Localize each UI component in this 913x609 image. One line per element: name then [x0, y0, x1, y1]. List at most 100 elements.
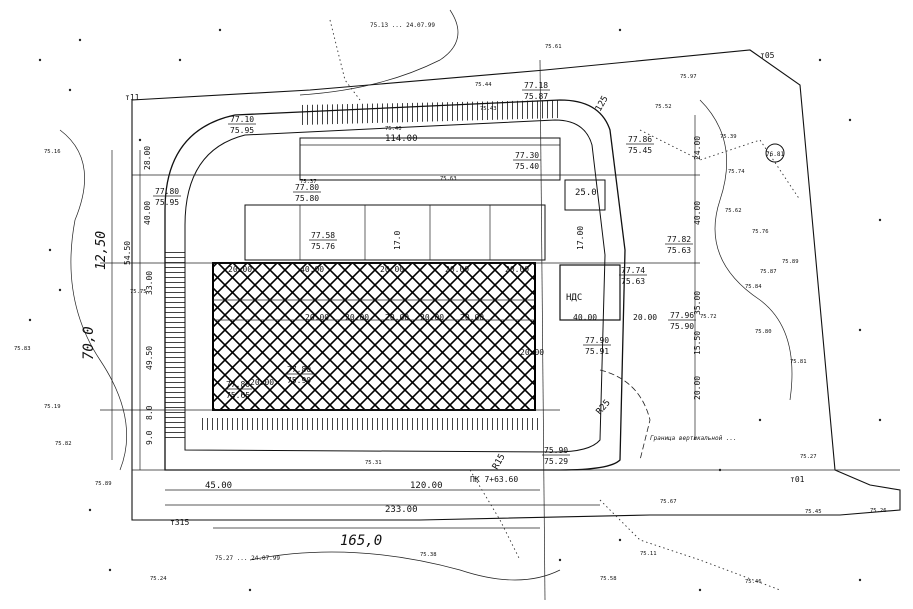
spot-height: 75.82 [55, 441, 72, 447]
site-boundary [131, 49, 901, 521]
spot-height: 75.24 [150, 576, 167, 582]
spot-height: 75.19 [44, 404, 61, 410]
dim-right-20: 20.00 [693, 376, 702, 400]
elevation-pair: 77.80 75.90 [285, 365, 313, 385]
elevation-top: 77.74 [621, 266, 645, 275]
elevation-pair: 77.82 75.63 [665, 235, 693, 255]
survey-point-label: т05 [760, 51, 775, 60]
parking-row-middle [244, 204, 546, 261]
elevation-pair: 77.86 75.45 [626, 135, 654, 155]
dim-left-8: 8.0 [145, 405, 154, 420]
radius-r25: R25 [595, 398, 613, 417]
elevation-bottom: 75.95 [155, 198, 179, 207]
dim-bottom-165: 165,0 [340, 533, 382, 549]
grid-label: 40.00 [300, 265, 324, 274]
survey-point-label: т01 [790, 475, 805, 484]
elevation-pair: 77.80 75.80 [293, 183, 321, 203]
dim-bottom-45: 45.00 [205, 481, 232, 491]
dim-right-24: 24.00 [693, 136, 702, 160]
elevation-pair: 77.10 75.95 [228, 115, 256, 135]
spot-height: 75.43 [480, 106, 497, 112]
elevation-pair: 77.18 75.87 [522, 81, 550, 101]
spot-height: 75.67 [660, 499, 677, 505]
spot-height: 75.39 [720, 134, 737, 140]
elevation-pair: 77.80 75.65 [224, 380, 252, 400]
chainage-label: ПК 7+63.60 [470, 475, 518, 484]
dim-left-54: 54.50 [123, 241, 132, 265]
spot-height: 75.62 [725, 208, 742, 214]
elevation-top: 77.80 [155, 187, 179, 196]
elevation-bottom: 75.40 [515, 162, 539, 171]
spot-height: 75.27 [800, 454, 817, 460]
circled-mark [765, 143, 785, 163]
elevation-top: 77.96 [670, 311, 694, 320]
elevation-bottom: 75.63 [667, 246, 691, 255]
spot-height: 75.31 [365, 460, 382, 466]
axis-line-vertical [539, 59, 546, 601]
perimeter-road-inner [184, 119, 606, 453]
elevation-bottom: 75.29 [544, 457, 568, 466]
elevation-bottom: 75.91 [585, 347, 609, 356]
dim-inner-17a: 17.00 [576, 226, 585, 250]
elevation-top: 77.80 [226, 380, 250, 389]
building-grid-labels: 20.00 40.00 20.00 20.00 20.00 20.00 20.0… [228, 265, 544, 387]
spot-height: 75.58 [600, 576, 617, 582]
spot-height: 75.89 [95, 481, 112, 487]
spot-height: 75.74 [728, 169, 745, 175]
spot-height: 75.37 [300, 179, 317, 185]
spot-height: 75.72 [700, 314, 717, 320]
spot-height: 75.84 [745, 284, 762, 290]
elevation-pair: 77.90 75.91 [583, 336, 611, 356]
spot-height: 75.87 [760, 269, 777, 275]
road-edge-ticks [300, 100, 560, 125]
elevation-bottom: 75.45 [628, 146, 652, 155]
spot-height: 75.63 [440, 176, 457, 182]
nds-label: НДС [566, 293, 582, 303]
spot-height: 75.52 [655, 104, 672, 110]
elevation-pair: 77.80 75.95 [153, 187, 181, 207]
elevation-top: 77.82 [667, 235, 691, 244]
elevation-bottom: 75.63 [621, 277, 645, 286]
spot-height: 75.89 [782, 259, 799, 265]
boundary-note: Граница вертикальной ... [650, 435, 737, 442]
grid-label: 20.00 [445, 265, 469, 274]
radius-r15: R15 [491, 452, 508, 471]
grid-label: 20.00 [250, 378, 274, 387]
annex-block [564, 179, 606, 211]
dim-inner-25: 25.0 [575, 188, 597, 198]
spot-height: 75.61 [545, 44, 562, 50]
spot-height: 75.80 [755, 329, 772, 335]
road-edge-ticks-left [165, 250, 185, 440]
survey-point-label: т315 [170, 518, 189, 527]
grid-label: 20.00 [385, 313, 409, 322]
dim-left-40: 40.00 [143, 201, 152, 225]
dotted-utility [469, 469, 521, 561]
dim-left-12-50: 12,50 [94, 231, 109, 270]
dim-inner-40: 40.00 [573, 313, 597, 322]
elevation-top: 77.80 [287, 365, 311, 374]
elevation-top: 77.58 [311, 231, 335, 240]
parking-row-top [299, 137, 561, 181]
elevation-top: 77.80 [295, 183, 319, 192]
dim-left-33: 33.00 [145, 271, 154, 295]
spot-height: 75.45 [805, 509, 822, 515]
dim-inner-20: 20.00 [633, 313, 657, 322]
elevation-top: 75.90 [544, 446, 568, 455]
perimeter-road-outer [164, 99, 626, 471]
spot-height: 75.83 [14, 346, 31, 352]
dim-inner-17b: 17.0 [393, 231, 402, 250]
dim-bottom-total: 233.00 [385, 505, 418, 515]
contour-line [249, 551, 561, 581]
elevation-bottom: 75.76 [311, 242, 335, 251]
road-edge-ticks-bottom [200, 418, 540, 430]
spot-height: 75.38 [420, 552, 437, 558]
dim-right-40: 40.00 [693, 201, 702, 225]
radius-125: 125 [594, 94, 611, 113]
spot-height: 75.97 [680, 74, 697, 80]
grid-label: 20.00 [305, 313, 329, 322]
dim-left-28: 28.00 [143, 146, 152, 170]
grid-label: 20.00 [505, 265, 529, 274]
elevation-bottom: 75.90 [670, 322, 694, 331]
elevation-bottom: 75.90 [287, 376, 311, 385]
auxiliary-building [559, 264, 621, 321]
